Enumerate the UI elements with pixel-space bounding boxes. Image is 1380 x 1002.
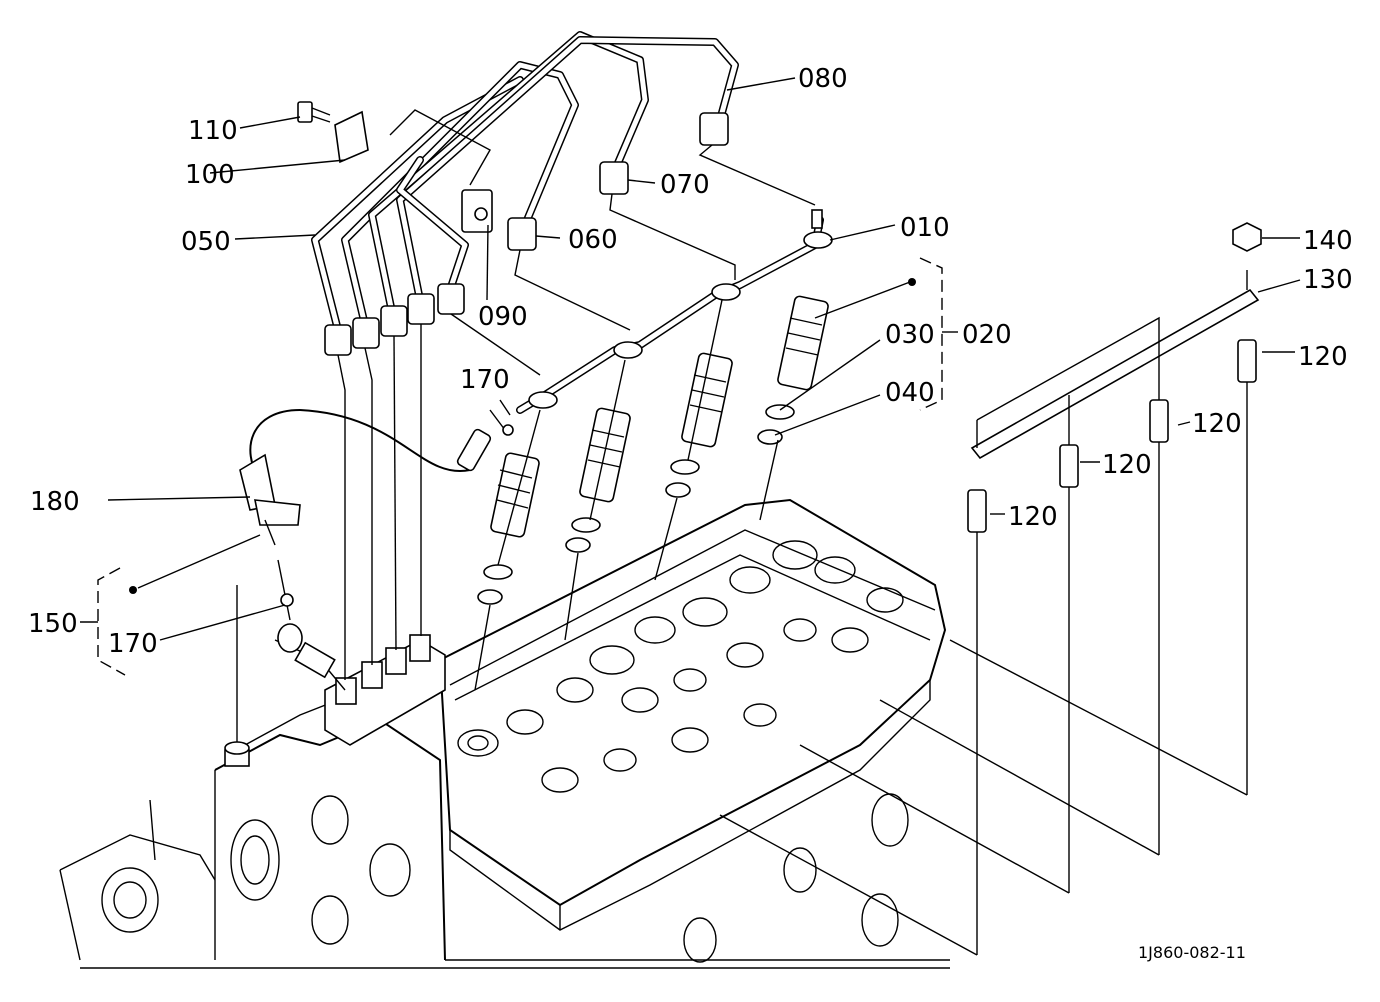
cylinder-ports	[457, 540, 909, 963]
label-120-c: 120	[1192, 409, 1242, 439]
label-110: 110	[188, 116, 238, 146]
label-120-b: 120	[1102, 450, 1152, 480]
label-180: 180	[30, 487, 80, 517]
label-040: 040	[885, 378, 935, 408]
return-hose	[239, 409, 514, 621]
label-170-top: 170	[460, 365, 510, 395]
label-100: 100	[185, 160, 235, 190]
label-120-d: 120	[1298, 342, 1348, 372]
label-010: 010	[900, 213, 950, 243]
label-150: 150	[28, 609, 78, 639]
bracket-dot-150	[129, 586, 137, 594]
label-030: 030	[885, 320, 935, 350]
glow-plugs	[719, 222, 1262, 956]
overflow-pipe	[516, 209, 833, 414]
label-090: 090	[478, 302, 528, 332]
bracket-dot-020	[908, 278, 916, 286]
label-080: 080	[798, 64, 848, 94]
label-060: 060	[568, 225, 618, 255]
nozzle-holders	[477, 295, 829, 605]
injection-pipes	[297, 31, 739, 356]
label-120-a: 120	[1008, 502, 1058, 532]
label-140: 140	[1303, 226, 1353, 256]
label-070: 070	[660, 170, 710, 200]
part-labels: 080 070 060 010 030 020 040 090 110 100 …	[28, 64, 1353, 962]
leader-lines	[80, 77, 1301, 725]
figure-code: 1J860-082-11	[1138, 943, 1246, 962]
label-050: 050	[181, 227, 231, 257]
label-130: 130	[1303, 265, 1353, 295]
label-020: 020	[962, 320, 1012, 350]
label-170-bottom: 170	[108, 629, 158, 659]
engine-block-illustration	[59, 498, 950, 969]
